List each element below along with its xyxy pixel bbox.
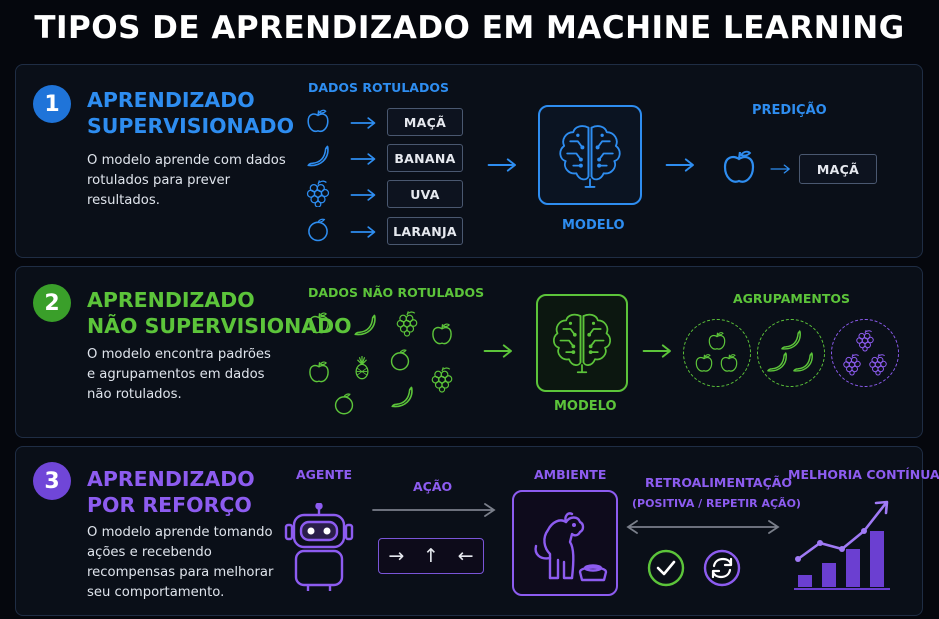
page-title: TIPOS DE APRENDIZADO EM MACHINE LEARNING: [34, 10, 905, 46]
reinforcement-heading-line1: APRENDIZADO: [87, 467, 255, 491]
dog-icon: [534, 512, 608, 582]
orange-icon: [304, 216, 332, 244]
growth-chart-icon: [794, 500, 890, 590]
cluster-grapes: [831, 319, 899, 387]
grapes-icon: [867, 352, 889, 376]
apple-icon: [693, 352, 715, 374]
label-tag: UVA: [387, 180, 463, 208]
apple-icon: [718, 352, 740, 374]
supervised-heading-line1: APRENDIZADO: [87, 88, 255, 112]
step-number-3: 3: [33, 462, 71, 500]
orange-icon: [331, 391, 357, 417]
unsupervised-panel: 2 APRENDIZADO NÃO SUPERVISIONADO O model…: [15, 266, 923, 438]
arrow-icon: [664, 157, 698, 173]
arrow-icon: [641, 343, 675, 359]
step-number-2: 2: [33, 284, 71, 322]
clusters-label: AGRUPAMENTOS: [733, 291, 850, 306]
arrow-icon: [350, 152, 378, 166]
left-arrow-icon: ←: [457, 545, 474, 567]
improvement-label: MELHORIA CONTÍNUA: [788, 467, 939, 482]
cluster-apples: [683, 319, 751, 387]
reinforcement-panel: 3 APRENDIZADO POR REFORÇO O modelo apren…: [15, 446, 939, 616]
label-tag: MAÇÃ: [387, 108, 463, 136]
environment-box: [512, 490, 618, 596]
unlabeled-data-label: DADOS NÃO ROTULADOS: [308, 285, 485, 300]
right-arrow-icon: →: [388, 545, 405, 567]
label-tag: LARANJA: [387, 217, 463, 245]
model-box: [536, 294, 628, 392]
model-label: MODELO: [562, 218, 625, 233]
banana-icon: [388, 384, 416, 412]
arrow-icon: [372, 503, 496, 517]
prediction-label: PREDIÇÃO: [752, 103, 827, 118]
grapes-icon: [304, 179, 332, 207]
robot-icon: [284, 503, 354, 591]
arrow-icon: [486, 157, 520, 173]
supervised-heading-line2: SUPERVISIONADO: [87, 114, 295, 138]
reinforcement-heading: APRENDIZADO POR REFORÇO: [87, 466, 255, 518]
unsupervised-heading: APRENDIZADO NÃO SUPERVISIONADO: [87, 287, 352, 339]
reinforcement-description: O modelo aprende tomando ações e receben…: [87, 525, 274, 600]
labeled-data-label: DADOS ROTULADOS: [308, 80, 449, 95]
apple-icon: [306, 310, 332, 336]
checkmark-icon: [647, 549, 685, 587]
model-box: [538, 105, 642, 205]
banana-icon: [790, 350, 816, 376]
supervised-panel: 1 APRENDIZADO SUPERVISIONADO O modelo ap…: [15, 64, 923, 258]
unsupervised-heading-line1: APRENDIZADO: [87, 288, 255, 312]
reinforcement-heading-line2: POR REFORÇO: [87, 493, 252, 517]
apple-icon: [429, 321, 455, 347]
banana-icon: [304, 143, 332, 171]
model-label: MODELO: [554, 399, 617, 414]
arrow-icon: [482, 343, 516, 359]
feedback-label: RETROALIMENTAÇÃO: [645, 475, 793, 490]
prediction-tag: MAÇÃ: [799, 154, 877, 184]
arrow-icon: [770, 163, 792, 175]
repeat-icon: [703, 549, 741, 587]
arrow-icon: [350, 225, 378, 239]
banana-icon: [351, 312, 379, 340]
agent-label: AGENTE: [296, 467, 352, 482]
arrow-icon: [350, 116, 378, 130]
arrow-icon: [350, 188, 378, 202]
grapes-icon: [394, 309, 420, 337]
brain-icon: [546, 304, 618, 380]
cluster-bananas: [757, 319, 825, 387]
pineapple-icon: [349, 349, 375, 385]
environment-label: AMBIENTE: [534, 467, 607, 482]
label-tag: BANANA: [387, 144, 463, 172]
orange-icon: [387, 347, 413, 373]
supervised-description: O modelo aprende com dados rotulados par…: [87, 153, 286, 208]
action-label: AÇÃO: [413, 479, 453, 494]
unsupervised-heading-line2: NÃO SUPERVISIONADO: [87, 314, 352, 338]
action-arrows: → ↑ ←: [378, 538, 484, 574]
grapes-icon: [429, 365, 455, 393]
apple-icon: [304, 107, 332, 135]
up-arrow-icon: ↑: [423, 545, 439, 567]
double-arrow-icon: [626, 520, 780, 534]
brain-icon: [552, 115, 628, 195]
unsupervised-description: O modelo encontra padrões e agrupamentos…: [87, 347, 271, 402]
apple-icon: [706, 330, 728, 352]
banana-icon: [764, 350, 790, 376]
step-number-1: 1: [33, 85, 71, 123]
supervised-heading: APRENDIZADO SUPERVISIONADO: [87, 87, 294, 139]
apple-icon: [719, 147, 759, 187]
feedback-subtitle: (POSITIVA / REPETIR AÇÃO): [632, 497, 801, 510]
grapes-icon: [854, 328, 876, 352]
apple-icon: [306, 359, 332, 385]
grapes-icon: [841, 352, 863, 376]
